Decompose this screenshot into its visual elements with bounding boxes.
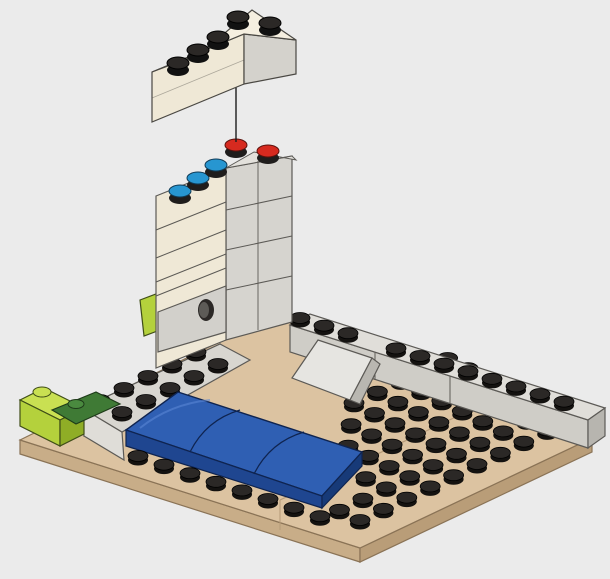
left-wall-stud bbox=[208, 359, 228, 374]
stud-blue-3 bbox=[205, 159, 227, 178]
back-wall-stud bbox=[458, 366, 478, 381]
baseplate-stud bbox=[356, 472, 376, 487]
baseplate-stud bbox=[493, 426, 513, 441]
baseplate-stud bbox=[408, 407, 428, 422]
back-wall-stud bbox=[386, 343, 406, 358]
baseplate-stud bbox=[406, 428, 426, 443]
baseplate-stud bbox=[400, 471, 420, 486]
baseplate-stud bbox=[470, 437, 490, 452]
back-wall-stud bbox=[314, 320, 334, 335]
left-wall-stud bbox=[138, 371, 158, 386]
back-wall-stud bbox=[506, 381, 526, 396]
front-stud bbox=[180, 468, 200, 483]
back-wall-stud bbox=[338, 328, 358, 343]
front-stud bbox=[232, 485, 252, 500]
back-wall-stud bbox=[530, 389, 550, 404]
back-wall-stud bbox=[410, 351, 430, 366]
baseplate-stud bbox=[514, 436, 534, 451]
l-brick-gray-end bbox=[244, 34, 296, 84]
baseplate-stud bbox=[420, 481, 440, 496]
front-stud bbox=[310, 511, 330, 526]
back-wall-stud bbox=[482, 373, 502, 388]
baseplate-stud bbox=[388, 396, 408, 411]
front-stud bbox=[206, 476, 226, 491]
baseplate-stud bbox=[362, 429, 382, 444]
baseplate-stud bbox=[379, 461, 399, 476]
back-wall-stud bbox=[290, 313, 310, 328]
baseplate-stud bbox=[467, 459, 487, 474]
baseplate-stud bbox=[330, 504, 350, 519]
baseplate-stud bbox=[397, 492, 417, 507]
left-wall-stud bbox=[184, 371, 204, 386]
green-stud bbox=[68, 400, 84, 409]
baseplate-stud bbox=[490, 447, 510, 462]
stud-blue-1 bbox=[169, 185, 191, 204]
baseplate-stud bbox=[444, 470, 464, 485]
baseplate-stud bbox=[376, 482, 396, 497]
left-wall-stud bbox=[114, 383, 134, 398]
back-wall-stud bbox=[434, 358, 454, 373]
front-stud bbox=[258, 494, 278, 509]
baseplate-stud bbox=[423, 460, 443, 475]
baseplate-stud bbox=[429, 417, 449, 432]
baseplate-stud bbox=[353, 493, 373, 508]
baseplate-stud bbox=[426, 438, 446, 453]
baseplate-stud bbox=[403, 449, 423, 464]
baseplate-stud bbox=[350, 515, 370, 530]
left-wall-stud bbox=[136, 395, 156, 410]
front-stud bbox=[128, 451, 148, 466]
gray-wall-column bbox=[226, 152, 296, 340]
stud-red-2 bbox=[257, 145, 279, 164]
stud-blue-2 bbox=[187, 172, 209, 191]
baseplate-stud bbox=[473, 416, 493, 431]
baseplate-stud bbox=[447, 448, 467, 463]
baseplate-stud bbox=[373, 503, 393, 518]
baseplate-stud bbox=[382, 439, 402, 454]
baseplate-stud bbox=[367, 386, 387, 401]
baseplate-stud bbox=[385, 418, 405, 433]
front-stud bbox=[154, 459, 174, 474]
front-stud bbox=[284, 502, 304, 517]
baseplate-stud bbox=[365, 408, 385, 423]
baseplate-stud bbox=[341, 419, 361, 434]
baseplate-stud bbox=[449, 427, 469, 442]
left-wall-stud bbox=[112, 407, 132, 422]
lime-stud bbox=[33, 387, 51, 397]
back-wall-stud bbox=[554, 396, 574, 411]
